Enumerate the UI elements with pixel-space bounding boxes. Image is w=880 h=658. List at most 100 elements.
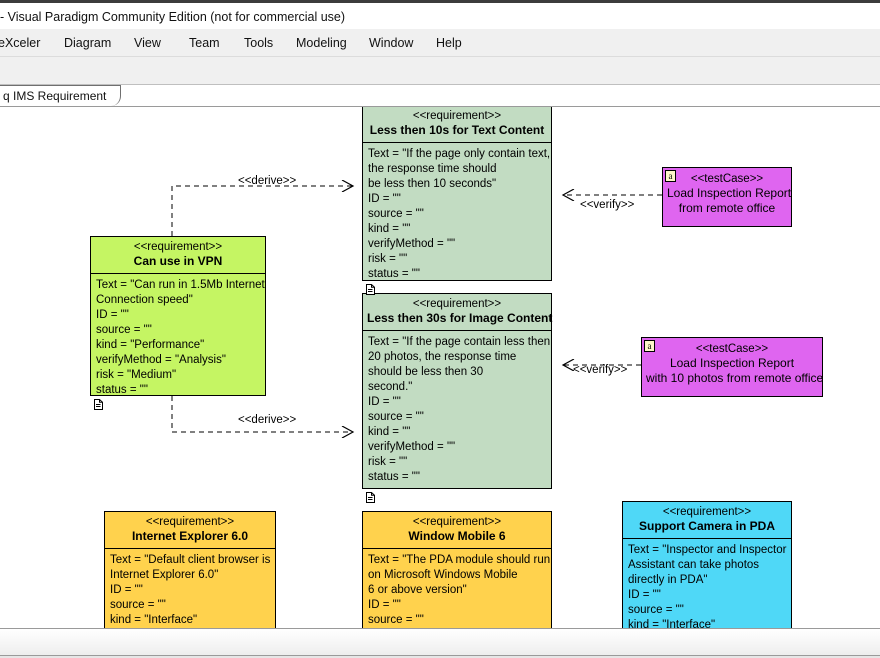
node-attribute-line: directly in PDA" (628, 574, 708, 586)
node-stereotype: <<requirement>> (412, 516, 502, 528)
node-attribute-line: be less then 10 seconds" (368, 178, 497, 190)
document-icon (94, 397, 103, 410)
node-attribute-line: risk = "" (368, 253, 408, 265)
node-stereotype: <<requirement>> (412, 298, 502, 310)
menu-item-team[interactable]: Team (189, 36, 220, 50)
node-attribute-line: source = "" (628, 604, 684, 616)
node-name: Less then 10s for Text Content (369, 123, 545, 137)
testcase-badge-icon: a (644, 340, 655, 352)
document-icon (366, 490, 375, 503)
node-stereotype: <<requirement>> (662, 506, 752, 518)
node-attribute-line: Internet Explorer 6.0" (110, 569, 219, 581)
node-attribute-line: ID = "" (96, 309, 129, 321)
menu-item-exceler[interactable]: eXceler (0, 36, 41, 50)
node-attribute-line: on Microsoft Windows Mobile (368, 569, 518, 581)
node-attribute-line: source = "" (368, 208, 424, 220)
node-name: Internet Explorer 6.0 (131, 529, 249, 543)
menu-bar: eXceler Diagram View Team Tools Modeling Windo… (0, 29, 880, 57)
node-stereotype: <<requirement>> (412, 110, 502, 122)
toolbar (0, 57, 880, 85)
node-attribute-line: 6 or above version" (368, 584, 467, 596)
node-attributes: Text = "Default client browser is Interne… (105, 549, 275, 628)
tab-label: q IMS Requirement (3, 89, 107, 103)
node-separator (105, 548, 275, 549)
node-attributes: Text = "The PDA module should run on Micr… (363, 549, 551, 628)
node-attribute-line: source = "" (368, 614, 424, 626)
node-name: Less then 30s for Image Content (367, 311, 553, 325)
node-separator (363, 330, 551, 331)
node-less-then-30s-image[interactable]: <<requirement>>Less then 30s for Image C… (362, 293, 552, 489)
node-name: Support Camera in PDA (638, 519, 776, 533)
node-header: <<requirement>>Support Camera in PDA (623, 502, 791, 538)
node-name-line: with 10 photos from remote office (646, 371, 824, 385)
node-header: <<requirement>>Less then 30s for Image C… (363, 294, 553, 330)
connector-label-derive-vpn-to-30s: <<derive>> (238, 414, 297, 426)
node-attribute-line: kind = "Performance" (96, 339, 205, 351)
menu-item-window[interactable]: Window (369, 36, 414, 50)
document-icon (366, 282, 375, 295)
status-bar-edge (0, 655, 880, 658)
node-attribute-line: Text = "The PDA module should run (368, 554, 551, 566)
node-attribute-line: Text = "Default client browser is (110, 554, 271, 566)
connector-derive-to-10s[interactable] (171, 186, 353, 236)
node-less-then-10s-text[interactable]: <<requirement>>Less then 10s for Text Co… (362, 107, 552, 281)
status-bar (0, 628, 880, 658)
node-attribute-line: kind = "" (368, 223, 411, 235)
node-stereotype: <<requirement>> (133, 241, 223, 253)
node-attribute-line: kind = "Interface" (628, 619, 716, 628)
node-attributes: Text = "If the page contain less then 20 … (363, 331, 551, 489)
node-name: Can use in VPN (133, 254, 223, 268)
node-attribute-line: Text = "Can run in 1.5Mb Internet (96, 279, 265, 291)
node-attributes: Text = "If the page only contain text,th… (363, 143, 551, 286)
node-attribute-line: risk = "Medium" (96, 369, 177, 381)
node-attribute-line: Text = "If the page contain less then (368, 336, 551, 348)
node-name-line: Load Inspection Report (669, 356, 795, 370)
node-stereotype: <<testCase>> (695, 343, 769, 355)
menu-item-modeling[interactable]: Modeling (296, 36, 347, 50)
node-attribute-line: source = "" (110, 599, 166, 611)
node-attribute-line: risk = "" (368, 456, 408, 468)
node-attribute-line: source = "" (96, 324, 152, 336)
node-attribute-line: ID = "" (368, 599, 401, 611)
menu-item-view[interactable]: View (134, 36, 161, 50)
node-header: <<requirement>>Internet Explorer 6.0 (105, 512, 275, 548)
connector-label-verify-testcase-to-30s: <<verify>> (573, 364, 628, 376)
testcase-badge-icon: a (665, 170, 676, 182)
node-attribute-line: status = "" (368, 471, 420, 483)
node-stereotype: <<requirement>> (145, 516, 235, 528)
node-attribute-line: verifyMethod = "" (368, 441, 456, 453)
node-stereotype: <<testCase>> (690, 173, 764, 185)
node-attribute-line: the response time should (368, 163, 497, 175)
node-name-line: from remote office (678, 201, 776, 215)
node-header: <<requirement>>Can use in VPN (91, 237, 265, 273)
node-separator (623, 538, 791, 539)
node-attribute-line: Text = "Inspector and Inspector (628, 544, 787, 556)
node-attribute-line: verifyMethod = "Analysis" (96, 354, 226, 366)
node-attribute-line: second." (368, 381, 413, 393)
node-attribute-line: Connection speed" (96, 294, 193, 306)
node-attribute-line: ID = "" (628, 589, 661, 601)
node-attribute-line: kind = "Interface" (110, 614, 198, 626)
node-attribute-line: should be less then 30 (368, 366, 484, 378)
node-attribute-line: ID = "" (368, 193, 401, 205)
menu-item-diagram[interactable]: Diagram (64, 36, 112, 50)
menu-item-tools[interactable]: Tools (244, 36, 274, 50)
node-attribute-line: source = "" (368, 411, 424, 423)
node-attribute-line: status = "" (368, 268, 420, 280)
node-attribute-line: ID = "" (110, 584, 143, 596)
menu-item-help[interactable]: Help (436, 36, 462, 50)
node-attribute-line: 20 photos, the response time (368, 351, 517, 363)
tab-ims-requirement[interactable]: q IMS Requirement (0, 85, 122, 106)
node-header: <<requirement>>Less then 10s for Text Co… (363, 107, 551, 142)
node-can-use-in-vpn[interactable]: <<requirement>>Can use in VPN Text = "Can… (90, 236, 266, 396)
window-title: - Visual Paradigm Community Edition (not… (0, 10, 346, 24)
